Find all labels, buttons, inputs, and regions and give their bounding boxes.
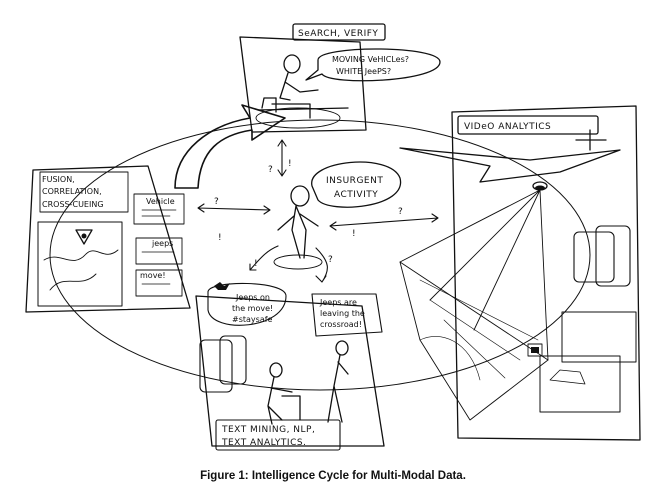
text-mining-line-2: TEXT ANALYTICS. [221, 438, 306, 448]
tweet-line-1: Jeeps on [235, 293, 270, 302]
figure-caption: Figure 1: Intelligence Cycle for Multi-M… [200, 470, 466, 482]
question-mark: ? [268, 165, 273, 175]
note-line-2: leaving the [320, 309, 365, 318]
camera-icon [531, 347, 539, 353]
vehicle-tag: Vehicle [146, 197, 175, 206]
text-mining-line-1: TEXT MINING, NLP, [221, 425, 315, 435]
note-line-1: Jeeps are [319, 298, 357, 307]
map-marker-icon [81, 233, 87, 239]
tweet-line-2: the move! [232, 304, 273, 313]
question-mark: ? [398, 207, 403, 217]
fusion-line-2: CORRELATION, [42, 187, 102, 196]
search-verify-label: SeARCH, VERIFY [298, 29, 378, 39]
flow-arrows [197, 139, 439, 283]
question-mark: ? [328, 255, 333, 265]
fusion-panel [25, 165, 191, 313]
search-verify-panel [239, 23, 441, 133]
fusion-line-3: CROSS-CUEING [42, 200, 104, 209]
speech-line-2: WHITE JeePS? [336, 67, 391, 76]
exclamation-mark: ! [218, 233, 222, 243]
video-drone-camera [535, 185, 545, 191]
bird-icon [214, 282, 230, 290]
tweet-line-3: #staysafe [232, 315, 273, 324]
move-tag: move! [140, 271, 166, 280]
question-mark: ? [214, 197, 219, 207]
cycle-ellipse [49, 119, 591, 391]
exclamation-mark: ! [254, 259, 258, 269]
video-analytics-label: VIDeO ANALYTICS [464, 122, 551, 132]
speech-line-1: MOVING VeHICLes? [332, 55, 409, 64]
cycle-arrow [174, 104, 286, 189]
video-analytics-panel [399, 105, 641, 441]
text-mining-panel [195, 282, 385, 451]
insurgent-line-1: INSURGENT [326, 176, 383, 186]
jeeps-tag: jeeps [151, 239, 173, 248]
exclamation-mark: ! [352, 229, 356, 239]
fusion-line-1: FUSION, [42, 175, 75, 184]
insurgent-figure [273, 161, 401, 270]
note-line-3: crossroad! [320, 320, 362, 329]
insurgent-line-2: ACTIVITY [334, 190, 378, 200]
exclamation-mark: ! [288, 159, 292, 169]
